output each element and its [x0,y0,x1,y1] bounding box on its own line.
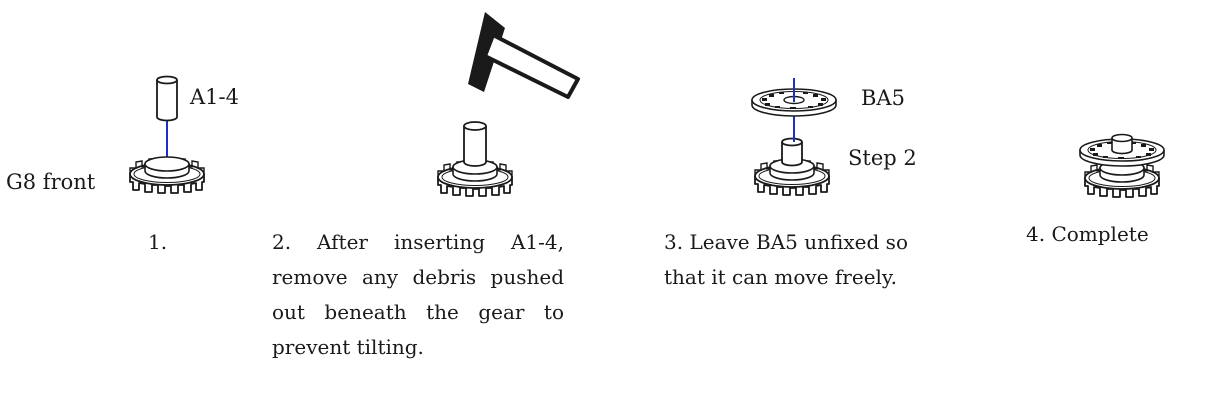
collar-part-a1-4 [156,75,178,122]
base-label-step-2: Step 2 [848,146,917,170]
part-label-a1-4: A1-4 [190,85,239,109]
mallet-icon [468,12,580,99]
collar-part-a1-4 [1111,133,1133,155]
step-2-caption: 2. After inserting A1-4, remove any debr… [272,230,564,359]
step-3-illustration [751,78,837,196]
base-label-g8-front: G8 front [6,170,96,194]
collar-part-a1-4 [781,137,803,167]
step-3-caption: 3. Leave BA5 unfixed so that it can move… [664,230,908,289]
gear-g8 [129,156,205,194]
collar-part-a1-4 [463,121,487,167]
step-1-caption: 1. [148,230,168,254]
part-label-ba5: BA5 [861,86,905,110]
step-4-caption: 4. Complete [1026,222,1149,246]
step-2-illustration [437,12,580,197]
step-1-illustration [129,75,205,194]
step-4-illustration [1079,133,1165,198]
